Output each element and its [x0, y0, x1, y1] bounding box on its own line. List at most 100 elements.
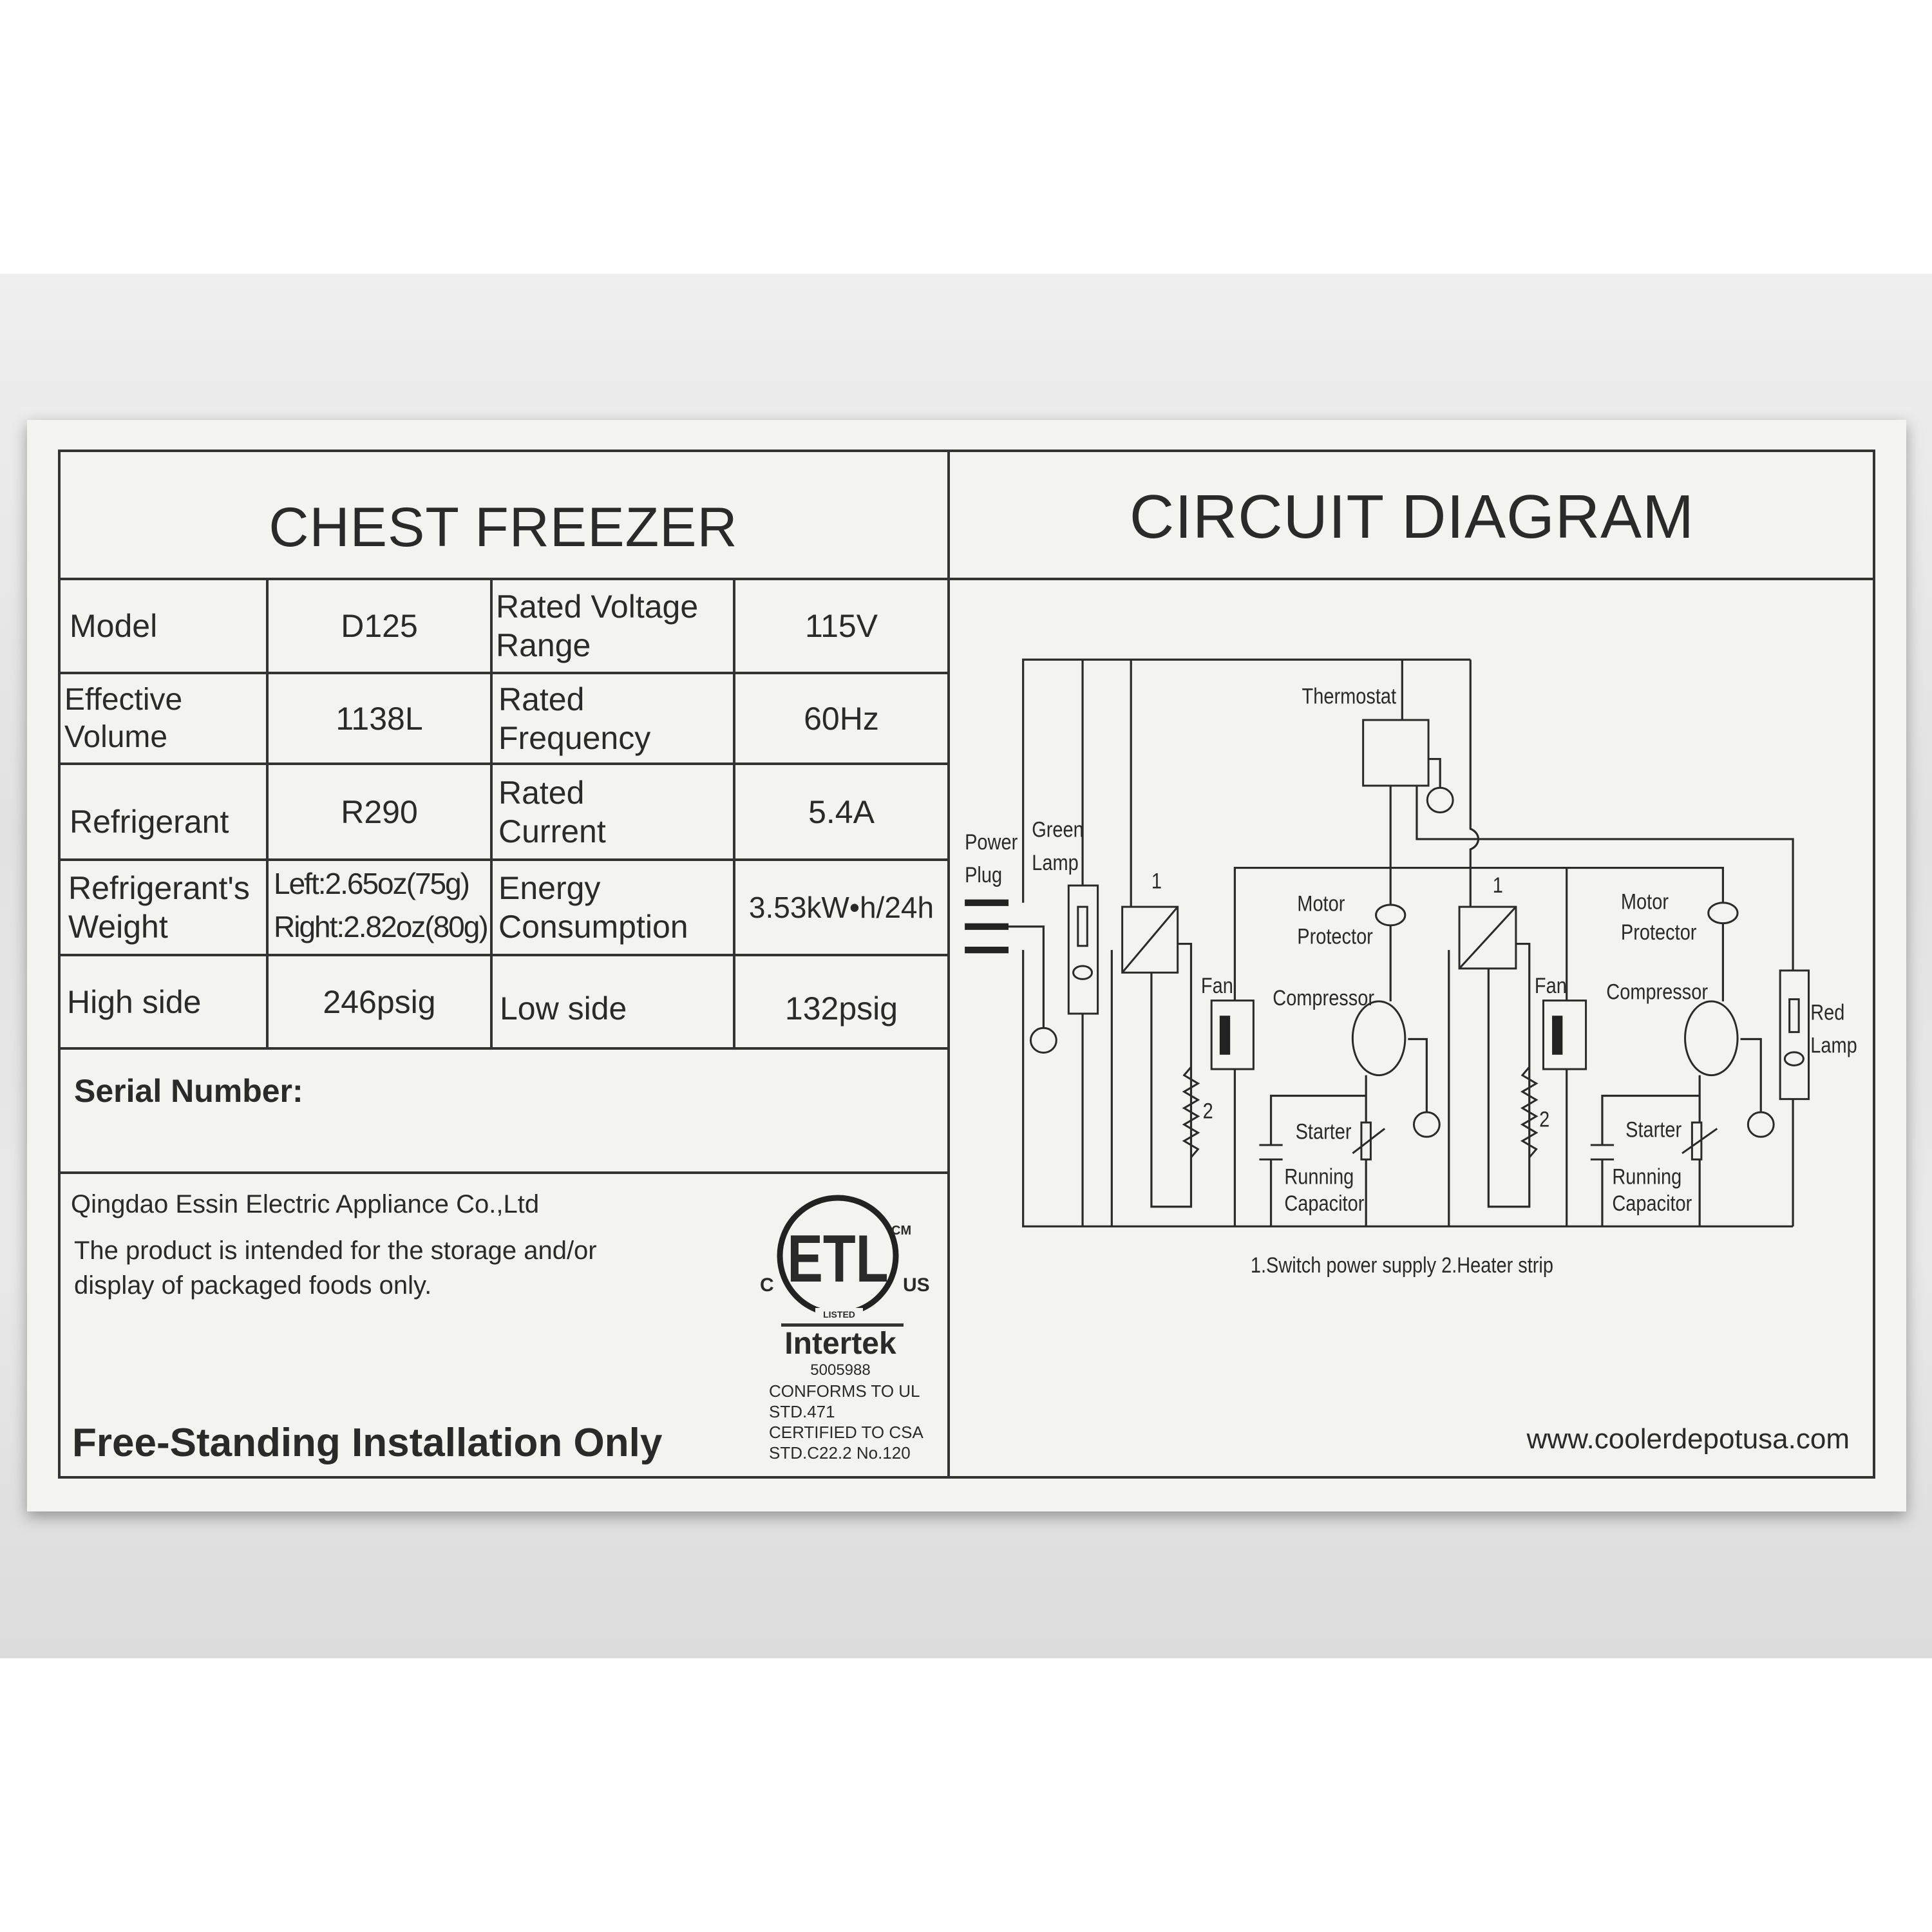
lamp-bulb-icon [1074, 966, 1092, 979]
listing-number: 5005988 [810, 1361, 871, 1379]
website: www.coolerdepotusa.com [1526, 1423, 1850, 1455]
etl-listed-logo: ETL C US CM LISTED [760, 1195, 930, 1320]
standard-line: STD.C22.2 No.120 [769, 1443, 911, 1463]
label-fan: Fan [1201, 973, 1233, 998]
rating-label [27, 420, 1906, 1511]
red-lamp-icon [1780, 971, 1808, 1099]
label-2: 2 [1539, 1106, 1549, 1132]
usage-notice-line2: display of packaged foods only. [74, 1271, 432, 1300]
label-power: Power [965, 829, 1018, 854]
standard-line: CERTIFIED TO CSA [769, 1423, 923, 1442]
fan-motor-marks [1219, 1016, 1563, 1055]
divider [58, 858, 949, 861]
spec-label: Rated Current [498, 774, 606, 849]
spec-label: High side [67, 983, 202, 1020]
label-thermostat: Thermostat [1302, 683, 1397, 708]
label-plug: Plug [965, 862, 1002, 887]
logo-rule [781, 1323, 904, 1327]
listed-band [815, 1308, 863, 1320]
ground-icon [1427, 788, 1453, 812]
spec-label: Effective Volume [64, 682, 183, 754]
label-motor: Motor [1621, 889, 1669, 914]
spec-value-left: Left:2.65oz(75g) [274, 867, 470, 900]
spec-value: 246psig [323, 983, 436, 1020]
label-protector: Protector [1297, 923, 1373, 949]
diagram-title: CIRCUIT DIAGRAM [1129, 482, 1695, 551]
spec-value: 3.53kW•h/24h [748, 891, 934, 924]
spec-label: Refrigerant's Weight [68, 870, 250, 945]
spec-value-right: Right:2.82oz(80g) [274, 910, 489, 943]
starter-icon [1692, 1122, 1701, 1159]
ground-icon [1030, 1028, 1056, 1052]
label-lamp: Lamp [1032, 849, 1078, 875]
compressor-icon [1685, 1001, 1738, 1075]
spec-value: 5.4A [808, 793, 875, 830]
label-motor: Motor [1297, 891, 1345, 916]
fan-icon [1543, 1001, 1586, 1070]
label-2: 2 [1203, 1098, 1213, 1123]
spec-value: 115V [804, 608, 878, 644]
spec-value: D125 [341, 608, 418, 644]
serial-number-label: Serial Number: [74, 1073, 303, 1109]
divider [58, 1047, 949, 1050]
heater-strip-icon [1184, 1067, 1537, 1157]
usage-notice-line1: The product is intended for the storage … [74, 1236, 597, 1265]
lamp-bulb-icon [1785, 1052, 1803, 1065]
spec-label: Refrigerant [70, 803, 229, 840]
spec-label: Model [70, 608, 158, 644]
spec-value: 132psig [784, 990, 898, 1027]
motor-protector-icon [1709, 903, 1738, 923]
fan-icon [1211, 1001, 1253, 1070]
label-protector: Protector [1621, 920, 1697, 945]
ground-icon [1414, 1112, 1439, 1137]
label-compressor: Compressor [1273, 985, 1374, 1010]
etl-cm: CM [891, 1224, 911, 1238]
starter-icon [1361, 1122, 1370, 1159]
thermostat-icon [1363, 720, 1428, 786]
compressor-icon [1352, 1001, 1405, 1075]
label-running: Running [1284, 1164, 1354, 1189]
standard-line: CONFORMS TO UL [769, 1381, 920, 1401]
divider [58, 762, 949, 765]
label-fan: Fan [1535, 973, 1567, 998]
resistor-icon [1078, 907, 1087, 946]
installation-note: Free-Standing Installation Only [72, 1421, 663, 1465]
manufacturer: Qingdao Essin Electric Appliance Co.,Ltd [71, 1190, 540, 1218]
etl-c: C [760, 1274, 774, 1296]
label-compressor: Compressor [1606, 979, 1708, 1004]
label-running: Running [1612, 1164, 1681, 1189]
diagram-footnote: 1.Switch power supply 2.Heater strip [1251, 1252, 1553, 1277]
motor-protector-icon [1376, 905, 1405, 925]
label-frame [58, 450, 1875, 1479]
divider [58, 578, 1875, 580]
power-plug-icon [965, 899, 1009, 954]
divider [58, 1171, 949, 1174]
label-1: 1 [1151, 868, 1162, 893]
label-starter: Starter [1625, 1117, 1681, 1142]
spec-value: 1138L [336, 700, 423, 737]
spec-label: Rated Voltage Range [496, 589, 699, 663]
divider [58, 954, 949, 956]
circuit-diagram: Thermostat Power Plug Green Lamp 1 Motor… [965, 644, 1857, 1277]
label-red: Red [1810, 999, 1844, 1025]
intertek-brand: Intertek [784, 1327, 896, 1361]
standard-line: STD.471 [769, 1402, 835, 1421]
label-lamp: Lamp [1810, 1032, 1857, 1057]
label-starter: Starter [1296, 1119, 1352, 1144]
green-lamp-icon [1068, 886, 1097, 1014]
divider [947, 450, 950, 1479]
spec-label: Energy Consumption [498, 870, 688, 945]
ground-icon [1748, 1112, 1774, 1137]
spec-value: 60Hz [804, 700, 879, 737]
divider [733, 578, 735, 1048]
spec-label: Low side [500, 990, 627, 1027]
standards-text: CONFORMS TO UL STD.471 CERTIFIED TO CSA … [769, 1381, 923, 1463]
diagram-labels: Thermostat Power Plug Green Lamp 1 Motor… [965, 683, 1857, 1277]
label-capacitor: Capacitor [1284, 1191, 1364, 1216]
product-title: CHEST FREEZER [269, 497, 738, 558]
spec-label: Rated Frequency [498, 681, 651, 756]
etl-letters: ETL [787, 1221, 888, 1296]
label-capacitor: Capacitor [1612, 1191, 1692, 1216]
circuit-components [1030, 720, 1808, 1159]
spec-value: R290 [341, 793, 418, 830]
